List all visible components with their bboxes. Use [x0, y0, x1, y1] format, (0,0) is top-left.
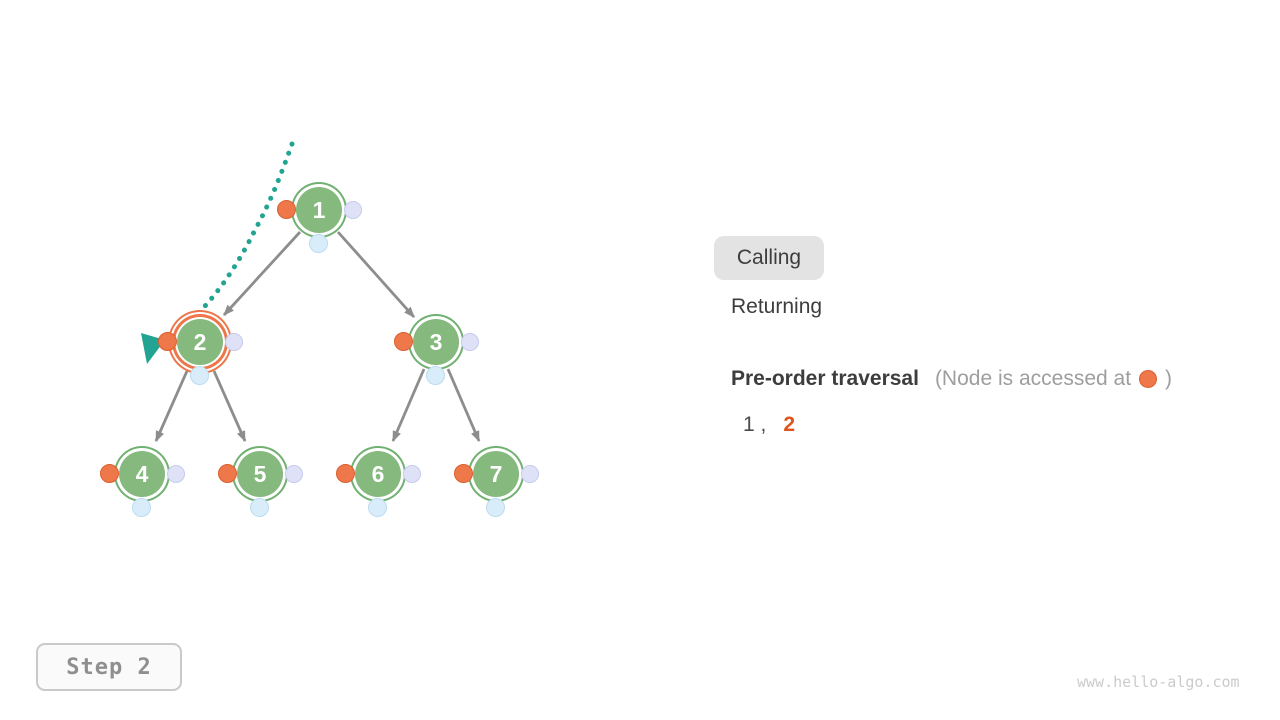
postorder-access-dot [250, 498, 269, 517]
postorder-access-dot [486, 498, 505, 517]
preorder-access-dot [277, 200, 296, 219]
traversal-header: Pre-order traversal (Node is accessed at… [731, 367, 1172, 391]
step-indicator: Step 2 [36, 643, 182, 691]
inorder-access-dot [285, 465, 303, 483]
preorder-access-dot [218, 464, 237, 483]
inorder-access-dot [225, 333, 243, 351]
edge-2-5 [212, 370, 247, 443]
access-marker-dot-icon [1139, 370, 1158, 388]
inorder-access-dot [461, 333, 479, 351]
preorder-access-dot [454, 464, 473, 483]
traversal-note-prefix: (Node is accessed at [934, 367, 1132, 390]
tree-node-7: 7 [454, 451, 539, 517]
postorder-access-dot [309, 234, 328, 253]
preorder-access-dot [394, 332, 413, 351]
edge-1-3 [336, 231, 416, 318]
traversal-sequence: 1 , 2 [743, 413, 795, 437]
preorder-access-dot [158, 332, 177, 351]
step-label: Step 2 [66, 654, 152, 680]
tree-node-2-current: 2 [158, 319, 243, 385]
tree-node-3: 3 [394, 319, 479, 385]
traversal-note-suffix: ) [1165, 367, 1173, 390]
edge-1-2 [222, 231, 302, 316]
tree-node-value: 2 [193, 328, 207, 355]
postorder-access-dot [426, 366, 445, 385]
watermark: www.hello-algo.com [1077, 673, 1240, 691]
tree-node-6: 6 [336, 451, 421, 517]
inorder-access-dot [521, 465, 539, 483]
sequence-visited: 1 , [743, 413, 767, 436]
traversal-title: Pre-order traversal [731, 367, 919, 390]
edge-3-6 [391, 368, 426, 443]
tree-node-value: 6 [371, 460, 385, 487]
tree-node-value: 4 [135, 460, 149, 487]
tree-node-value: 7 [489, 460, 503, 487]
legend-returning-label: Returning [731, 295, 823, 318]
tree-node-value: 3 [429, 328, 443, 355]
inorder-access-dot [167, 465, 185, 483]
preorder-access-dot [336, 464, 355, 483]
postorder-access-dot [190, 366, 209, 385]
edge-3-7 [446, 368, 481, 443]
legend-calling-badge: Calling [714, 236, 824, 280]
postorder-access-dot [368, 498, 387, 517]
preorder-access-dot [100, 464, 119, 483]
sequence-current: 2 [783, 413, 796, 436]
edge-2-4 [154, 370, 189, 443]
legend-calling-label: Calling [736, 246, 802, 269]
tree-node-value: 1 [312, 196, 326, 223]
inorder-access-dot [344, 201, 362, 219]
tree-node-4: 4 [100, 451, 185, 517]
postorder-access-dot [132, 498, 151, 517]
traversal-trace-path [165, 141, 295, 340]
tree-node-value: 5 [253, 460, 267, 487]
inorder-access-dot [403, 465, 421, 483]
tree-node-1: 1 [277, 187, 362, 253]
tree-node-5: 5 [218, 451, 303, 517]
